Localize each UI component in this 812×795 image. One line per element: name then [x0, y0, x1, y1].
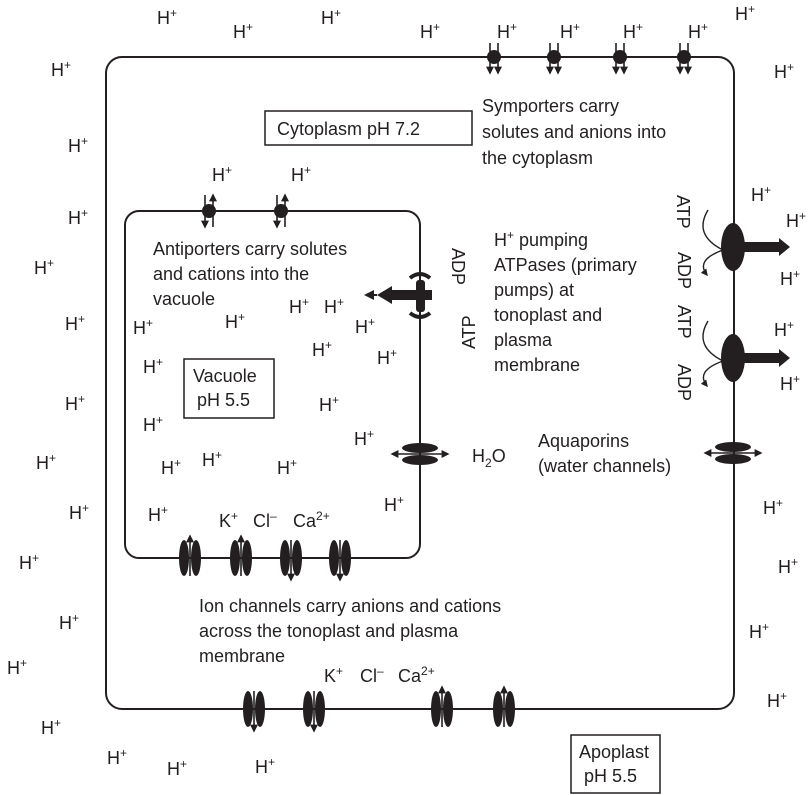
pumps-text-5: membrane [494, 355, 580, 375]
svg-text:Ca2+: Ca2+ [293, 509, 330, 531]
proton-label: H+ [161, 456, 181, 478]
tonoplast-adp-label: ADP [448, 248, 468, 285]
proton-label: H+ [143, 413, 163, 435]
pumps-text-3: tonoplast and [494, 305, 602, 325]
proton-label: H+ [277, 456, 297, 478]
proton-label: H+ [289, 295, 309, 317]
pumps-title: H+ pumping [494, 228, 588, 250]
symporters-text-2: solutes and anions into [482, 122, 666, 142]
proton-label: H+ [233, 20, 253, 42]
vacuole-ion-labels: K+ Cl– Ca2+ [219, 509, 330, 531]
plasma-adp-label-2: ADP [674, 364, 694, 401]
proton-label: H+ [319, 393, 339, 415]
ion-channels-text-2: across the tonoplast and plasma [199, 621, 459, 641]
proton-label: H+ [763, 496, 783, 518]
plasma-ion-labels: K+ Cl– Ca2+ [324, 664, 435, 686]
cytoplasm-label: Cytoplasm pH 7.2 [277, 119, 420, 139]
proton-label: H+ [780, 267, 800, 289]
proton-label: H+ [202, 448, 222, 470]
proton-label: H+ [157, 6, 177, 28]
pumps-text-2: pumps) at [494, 280, 574, 300]
aquaporins-text-1: Aquaporins [538, 431, 629, 451]
proton-label: H+ [69, 501, 89, 523]
apoplast-label-line1: Apoplast [579, 742, 649, 762]
proton-label: H+ [497, 20, 517, 42]
proton-label: H+ [107, 746, 127, 768]
proton-label: H+ [751, 183, 771, 205]
vacuole-label-line2: pH 5.5 [197, 390, 250, 410]
ion-channels-text-1: Ion channels carry anions and cations [199, 596, 501, 616]
plasma-adp-label-1: ADP [674, 252, 694, 289]
proton-label: H+ [143, 355, 163, 377]
proton-label: H+ [34, 256, 54, 278]
proton-label: H+ [735, 2, 755, 24]
antiporters-text-2: and cations into the [153, 264, 309, 284]
proton-label: H+ [377, 346, 397, 368]
proton-label: H+ [354, 427, 374, 449]
proton-label: H+ [560, 20, 580, 42]
symporters-text-3: the cytoplasm [482, 148, 593, 168]
proton-label: H+ [774, 318, 794, 340]
proton-label: H+ [355, 315, 375, 337]
svg-text:Cl–: Cl– [360, 664, 384, 686]
ion-channels-text-3: membrane [199, 646, 285, 666]
svg-text:Cl–: Cl– [253, 509, 277, 531]
proton-label: H+ [68, 134, 88, 156]
proton-label: H+ [225, 310, 245, 332]
proton-label: H+ [148, 503, 168, 525]
proton-label: H+ [133, 316, 153, 338]
proton-label: H+ [749, 620, 769, 642]
proton-label: H+ [212, 163, 232, 185]
plasma-atp-label-1: ATP [673, 195, 693, 229]
proton-label: H+ [65, 312, 85, 334]
svg-text:K+: K+ [219, 509, 238, 531]
plasma-atpase-pump-1 [703, 210, 790, 275]
proton-label: H+ [384, 493, 404, 515]
proton-label: H+ [767, 689, 787, 711]
proton-label: H+ [312, 338, 332, 360]
proton-label: H+ [420, 20, 440, 42]
proton-label: H+ [321, 6, 341, 28]
svg-text:K+: K+ [324, 664, 343, 686]
proton-label: H+ [255, 755, 275, 777]
vacuole-label-line1: Vacuole [193, 366, 257, 386]
antiporters-text-3: vacuole [153, 289, 215, 309]
proton-label: H+ [688, 20, 708, 42]
pumps-text-1: ATPases (primary [494, 255, 637, 275]
pumps-text-4: plasma [494, 330, 553, 350]
proton-label: H+ [324, 295, 344, 317]
proton-label: H+ [59, 611, 79, 633]
proton-label: H+ [778, 555, 798, 577]
tonoplast-aquaporin [392, 443, 448, 465]
plasma-aquaporin [705, 442, 761, 464]
proton-label: H+ [19, 551, 39, 573]
svg-text:Ca2+: Ca2+ [398, 664, 435, 686]
proton-label: H+ [51, 58, 71, 80]
symporters-text-1: Symporters carry [482, 96, 619, 116]
proton-label: H+ [774, 60, 794, 82]
proton-label: H+ [41, 716, 61, 738]
plasma-atp-label-2: ATP [674, 305, 694, 339]
aquaporins-text-2: (water channels) [538, 456, 671, 476]
water-label: H2O [472, 446, 506, 470]
tonoplast-atp-label: ATP [459, 315, 479, 349]
proton-label: H+ [786, 209, 806, 231]
tonoplast-atpase-pump [366, 274, 432, 317]
antiporters-text-1: Antiporters carry solutes [153, 239, 347, 259]
proton-label: H+ [623, 20, 643, 42]
proton-label: H+ [167, 757, 187, 779]
proton-label: H+ [36, 451, 56, 473]
proton-label: H+ [291, 163, 311, 185]
proton-label: H+ [68, 206, 88, 228]
proton-label: H+ [65, 392, 85, 414]
proton-label: H+ [780, 372, 800, 394]
proton-label: H+ [7, 656, 27, 678]
apoplast-label-line2: pH 5.5 [584, 766, 637, 786]
